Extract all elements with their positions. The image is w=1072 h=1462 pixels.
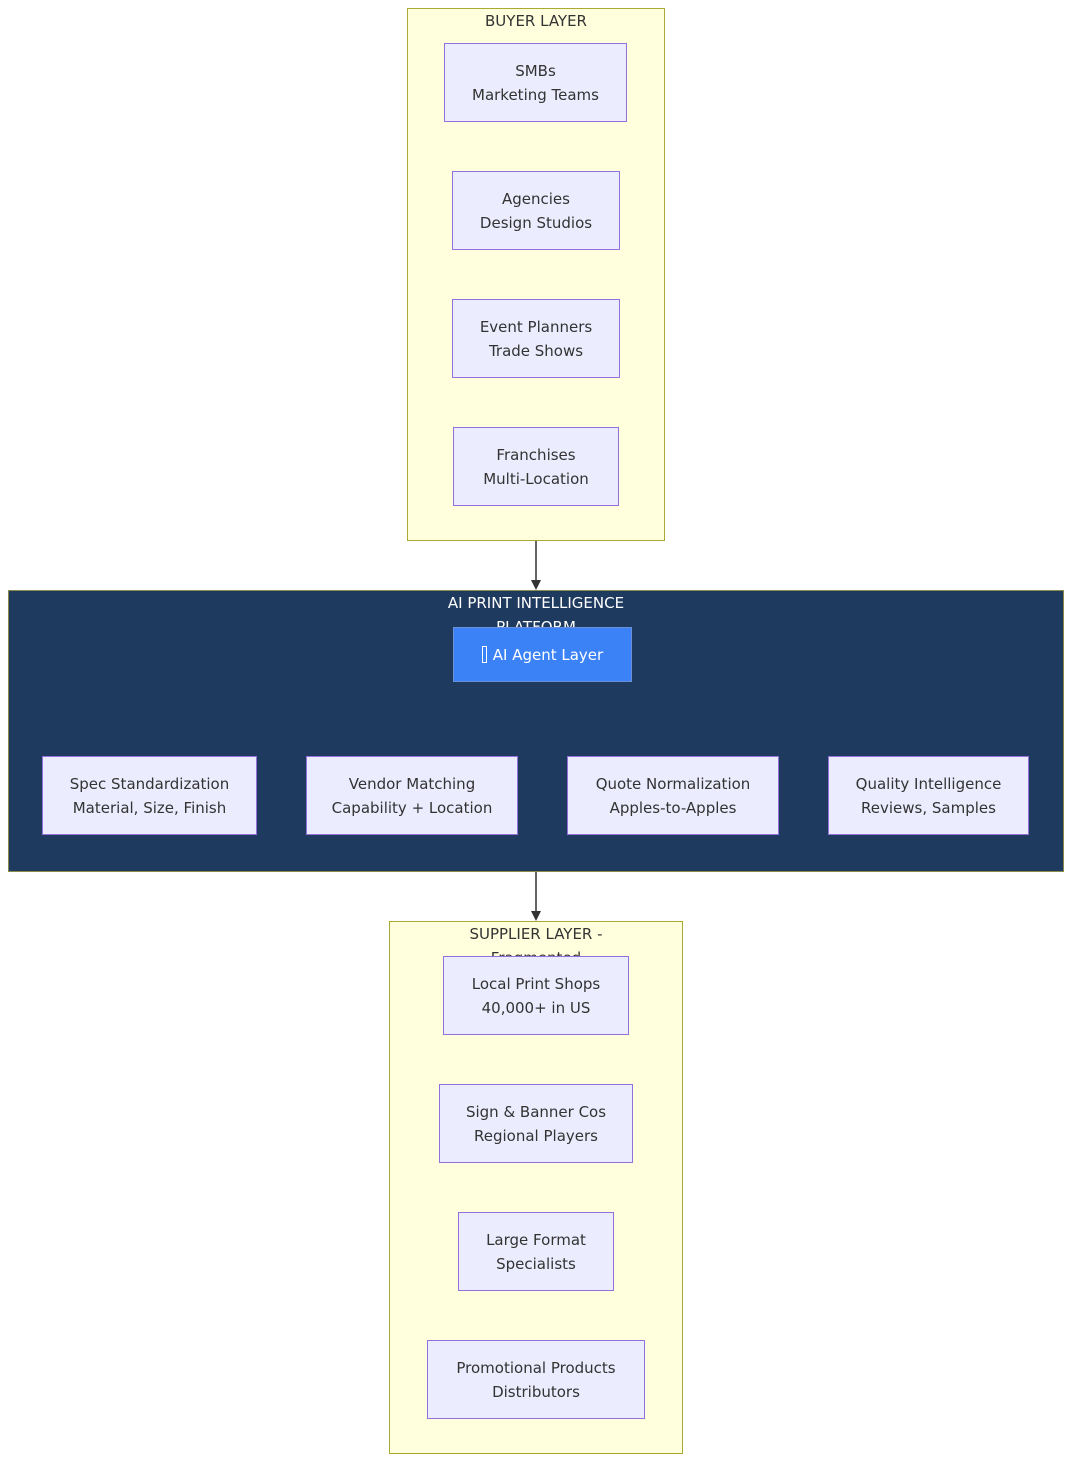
node-vendor-matching-line1: Vendor Matching [348,774,476,793]
node-sign-banner-line1: Sign & Banner Cos [465,1102,607,1121]
node-agencies[interactable]: Agencies Design Studios [452,171,620,250]
node-franchises[interactable]: Franchises Multi-Location [453,427,619,506]
node-quote-normalization-line1: Quote Normalization [595,774,751,793]
buyer-layer-title: BUYER LAYER [485,12,587,30]
node-quote-normalization[interactable]: Quote Normalization Apples-to-Apples [567,756,779,835]
node-spec-standardization-line1: Spec Standardization [69,774,230,793]
node-spec-standardization-line2: Material, Size, Finish [72,798,227,817]
node-local-print-shops[interactable]: Local Print Shops 40,000+ in US [443,956,629,1035]
node-quality-intelligence-line2: Reviews, Samples [861,798,996,817]
node-ai-agent-layer-label: AI Agent Layer [492,645,604,664]
node-smbs-line2: Marketing Teams [472,85,599,104]
node-sign-banner-line2: Regional Players [474,1126,598,1145]
node-large-format-line2: Specialists [496,1254,576,1273]
node-quality-intelligence[interactable]: Quality Intelligence Reviews, Samples [828,756,1029,835]
node-quality-intelligence-line1: Quality Intelligence [855,774,1002,793]
node-promotional-products[interactable]: Promotional Products Distributors [427,1340,645,1419]
node-promotional-products-line2: Distributors [492,1382,580,1401]
node-franchises-line1: Franchises [496,445,576,464]
supplier-layer-title: SUPPLIER LAYER - Fragmented [469,925,603,958]
node-spec-standardization[interactable]: Spec Standardization Material, Size, Fin… [42,756,257,835]
platform-title: AI PRINT INTELLIGENCE PLATFORM [447,594,625,629]
node-event-planners-line1: Event Planners [479,317,593,336]
node-vendor-matching-line2: Capability + Location [331,798,493,817]
robot-icon [481,646,487,663]
node-quote-normalization-line2: Apples-to-Apples [609,798,737,817]
node-sign-banner[interactable]: Sign & Banner Cos Regional Players [439,1084,633,1163]
node-local-print-shops-line2: 40,000+ in US [481,998,591,1017]
node-agencies-line1: Agencies [502,189,570,208]
node-event-planners-line2: Trade Shows [488,341,584,360]
node-local-print-shops-line1: Local Print Shops [471,974,601,993]
node-event-planners[interactable]: Event Planners Trade Shows [452,299,620,378]
node-vendor-matching[interactable]: Vendor Matching Capability + Location [306,756,518,835]
node-ai-agent-layer[interactable]: AI Agent Layer [453,627,632,682]
node-agencies-line2: Design Studios [479,213,593,232]
node-franchises-line2: Multi-Location [483,469,589,488]
node-large-format[interactable]: Large Format Specialists [458,1212,614,1291]
node-smbs[interactable]: SMBs Marketing Teams [444,43,627,122]
node-large-format-line1: Large Format [486,1230,586,1249]
node-smbs-line1: SMBs [515,61,556,80]
node-promotional-products-line1: Promotional Products [456,1358,616,1377]
